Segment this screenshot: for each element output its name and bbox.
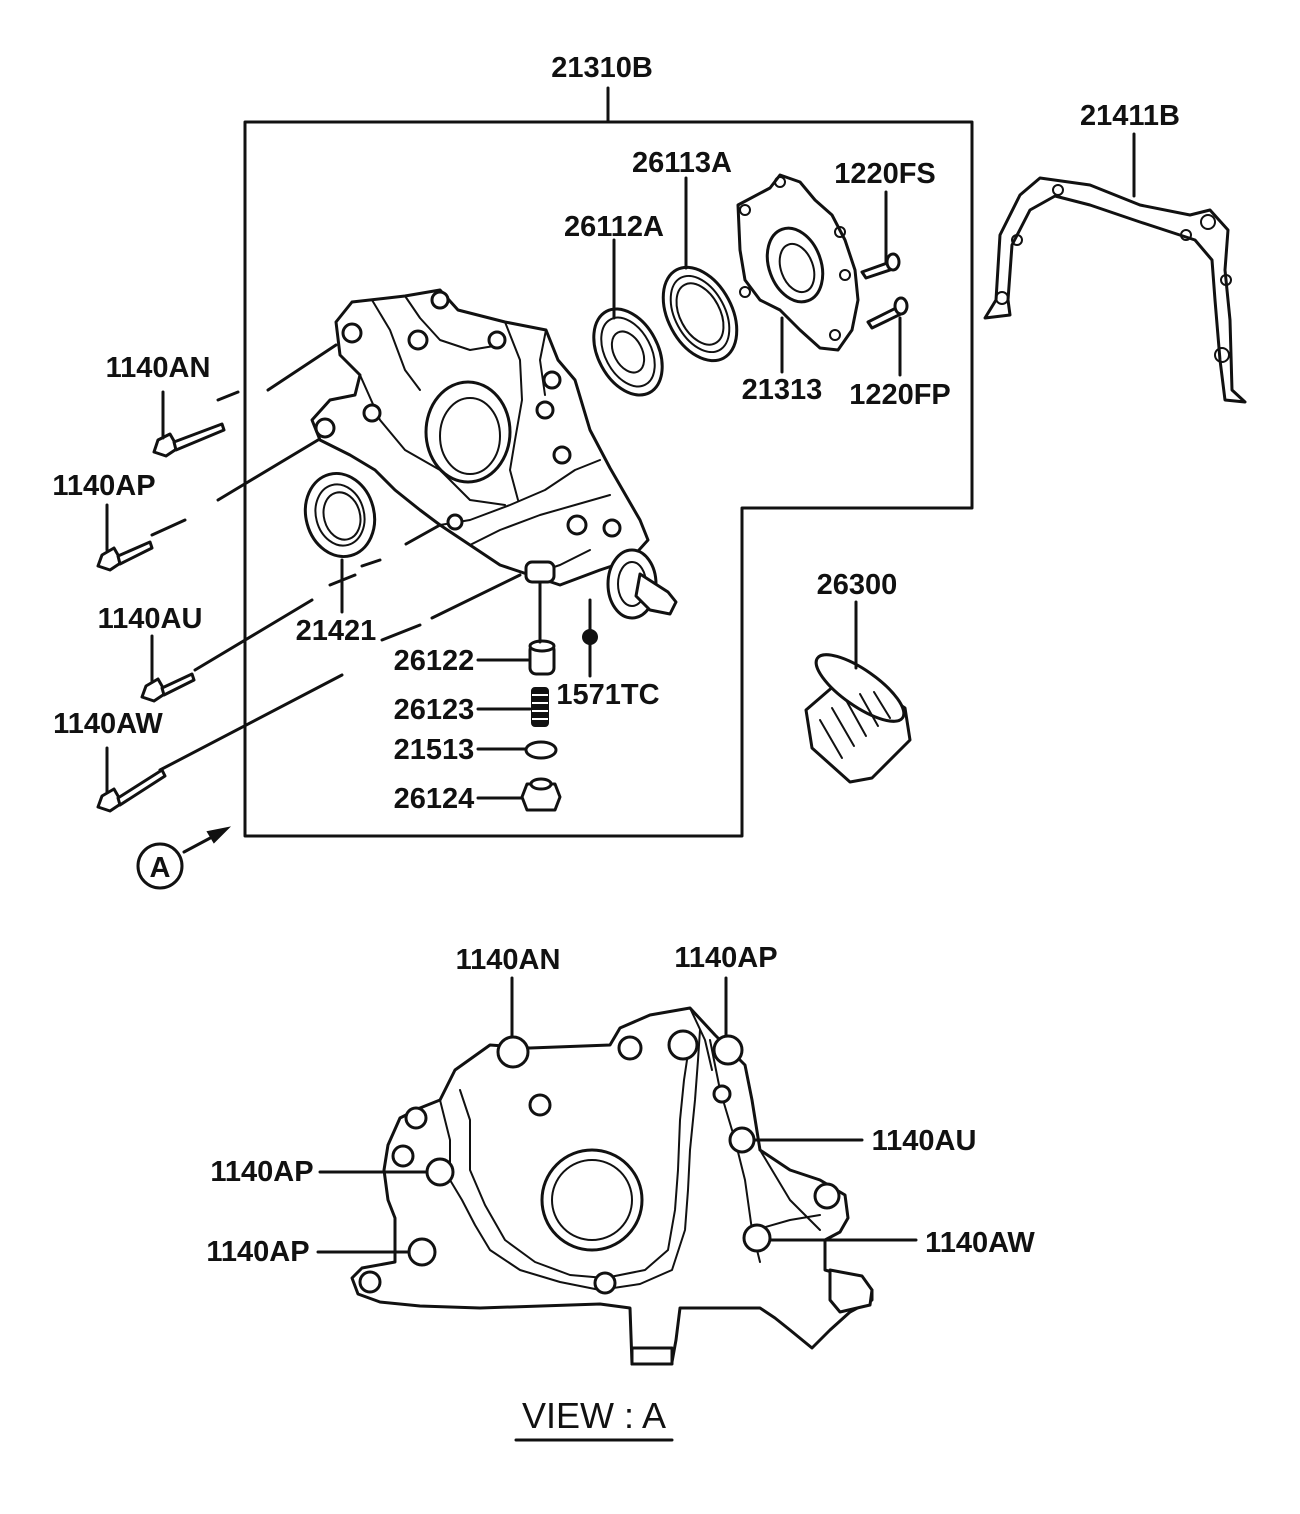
view-a-label-1140an: 1140AN <box>456 944 561 976</box>
label-26123: 26123 <box>394 694 475 726</box>
outer-rotor-gear <box>661 265 739 363</box>
cover-screws <box>860 252 909 330</box>
view-a-title: VIEW : A <box>514 1395 674 1442</box>
label-26300: 26300 <box>817 569 898 601</box>
label-21310b: 21310B <box>551 52 653 84</box>
label-1220fs: 1220FS <box>834 158 936 190</box>
pump-cover-plate <box>736 173 860 352</box>
view-a-labels: 1140AN 1140AP 1140AU 1140AP 1140AP 1140A… <box>206 942 1035 1268</box>
view-a-label-1140ap-upper: 1140AP <box>210 1156 313 1188</box>
label-26124: 26124 <box>394 783 475 815</box>
bolt-1140ap <box>96 540 154 572</box>
bolt-1140aw <box>96 768 167 813</box>
front-oil-seal <box>303 471 377 559</box>
label-26112a: 26112A <box>564 211 664 243</box>
view-a-label-1140ap-top: 1140AP <box>674 942 777 974</box>
view-a-label-1140au: 1140AU <box>872 1125 977 1157</box>
assembly-boundary <box>243 86 974 838</box>
pump-gasket <box>983 176 1247 404</box>
bolt-1140an <box>152 422 226 458</box>
label-26113a: 26113A <box>632 147 732 179</box>
part-labels: 21310B 26113A 26112A 1220FS 1220FP 21313… <box>52 52 1180 815</box>
label-1140aw: 1140AW <box>53 708 163 740</box>
bolt-1140au <box>140 672 196 703</box>
label-21421: 21421 <box>296 615 377 647</box>
alignment-lines <box>150 343 522 772</box>
label-1220fp: 1220FP <box>849 379 951 411</box>
view-a-leader-lines <box>316 976 918 1254</box>
view-marker-letter: A <box>150 852 171 884</box>
inner-rotor-gear <box>592 307 664 397</box>
oil-filter <box>804 653 912 784</box>
label-21411b: 21411B <box>1080 100 1180 132</box>
view-a-label-1140aw: 1140AW <box>925 1227 1035 1259</box>
oil-pump-housing <box>310 288 678 620</box>
label-1140au: 1140AU <box>98 603 203 635</box>
label-1140an: 1140AN <box>106 352 211 384</box>
view-a-title-text: VIEW : A <box>522 1395 666 1436</box>
label-1140ap: 1140AP <box>52 470 155 502</box>
relief-valve-parts <box>520 629 598 812</box>
view-a-pump-drawing <box>350 1006 874 1366</box>
view-a-label-1140ap-lower: 1140AP <box>206 1236 309 1268</box>
label-1571tc: 1571TC <box>556 679 659 711</box>
leader-lines <box>105 132 1136 800</box>
label-21513: 21513 <box>394 734 475 766</box>
relief-spring <box>531 687 549 727</box>
label-26122: 26122 <box>394 645 475 677</box>
view-a-marker: A <box>136 826 232 890</box>
label-21313: 21313 <box>742 374 823 406</box>
